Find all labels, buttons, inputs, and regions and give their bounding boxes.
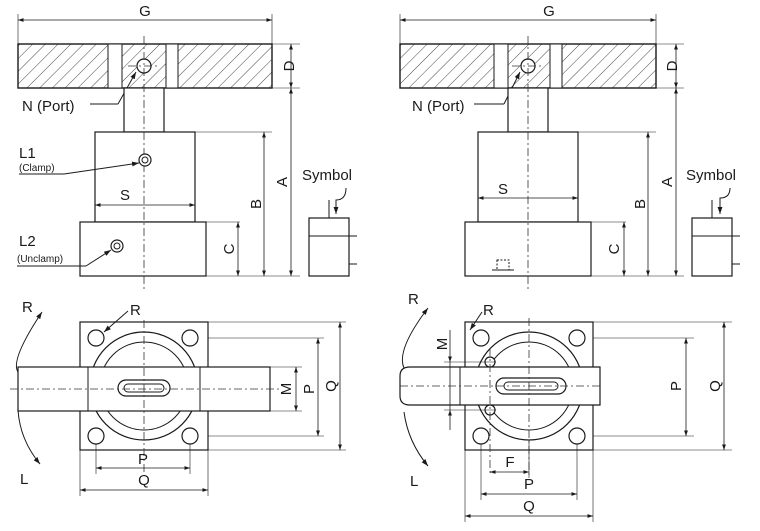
- dim-f-label: F: [505, 454, 514, 471]
- cylinder-body: [94, 131, 196, 223]
- n-port-label-right: N (Port): [412, 98, 465, 115]
- dim-g-label: G: [139, 3, 151, 20]
- rotation-r-label-right: R: [408, 291, 419, 308]
- dim-q-label-horizontal-right: Q: [523, 498, 535, 515]
- l2-sub-label: (Unclamp): [17, 254, 63, 265]
- dim-b-label-right: B: [632, 199, 649, 209]
- dim-c-label: C: [221, 243, 238, 254]
- symbol-label: Symbol: [302, 167, 352, 184]
- dim-s-label: S: [120, 187, 130, 204]
- dim-d-label-right: D: [664, 60, 681, 71]
- dim-s-label-right: S: [498, 181, 508, 198]
- dim-p-label-horizontal-right: P: [524, 476, 534, 493]
- dim-b-label: B: [248, 199, 265, 209]
- dim-q-label-horizontal: Q: [138, 472, 150, 489]
- dim-q-label-vertical-right: Q: [707, 380, 724, 392]
- dim-m-label: M: [278, 383, 295, 396]
- cylinder-base: [79, 221, 207, 277]
- dim-p-label-horizontal: P: [138, 451, 148, 468]
- rotation-r-label: R: [22, 299, 33, 316]
- l1-label: L1: [19, 145, 36, 162]
- l2-label: L2: [19, 233, 36, 250]
- piston-rod: [123, 87, 165, 133]
- dim-c-label-right: C: [606, 243, 623, 254]
- left-top-view: R L R M P: [10, 299, 346, 496]
- piston-rod-right: [507, 87, 549, 133]
- right-side-view: G D N (Port) S A B C Symbol: [399, 3, 740, 292]
- hole-r-label: R: [130, 302, 141, 319]
- dim-q-label-vertical: Q: [323, 380, 340, 392]
- hole-r-label-right: R: [483, 302, 494, 319]
- symbol-label-right: Symbol: [686, 167, 736, 184]
- dim-m-label-right: M: [434, 338, 451, 351]
- rotation-l-label-right: L: [410, 473, 418, 490]
- right-top-view: R L R M P: [399, 291, 732, 522]
- l1-sub-label: (Clamp): [19, 163, 55, 174]
- dim-p-label-vertical: P: [301, 384, 318, 394]
- dim-a-label-right: A: [659, 177, 676, 187]
- left-side-view: G D N (Port) L1 (Clamp): [17, 3, 357, 290]
- hydraulic-symbol-right: [691, 217, 733, 277]
- hydraulic-symbol: [308, 217, 350, 277]
- dim-p-label-vertical-right: P: [668, 381, 685, 391]
- dim-d-label: D: [281, 60, 298, 71]
- n-port-label: N (Port): [22, 98, 75, 115]
- dim-a-label: A: [274, 177, 291, 187]
- rotation-l-label: L: [20, 471, 28, 488]
- dim-g-label-right: G: [543, 3, 555, 20]
